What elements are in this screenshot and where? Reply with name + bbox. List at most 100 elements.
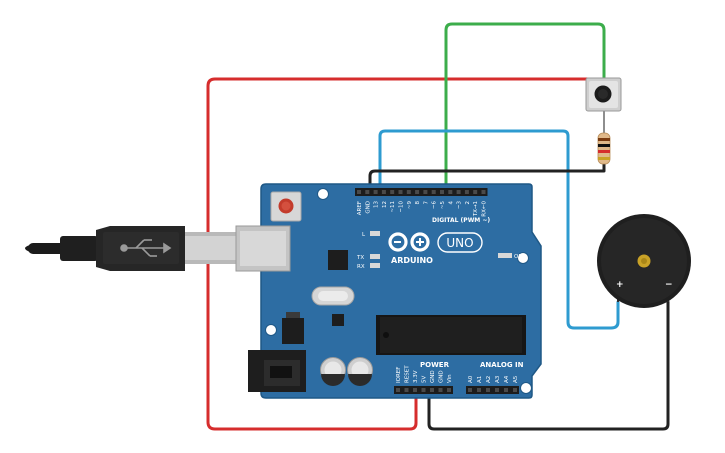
small-chip: [332, 314, 344, 326]
pin-socket[interactable]: [406, 190, 411, 194]
pin-label: RX←0: [482, 201, 488, 217]
pin-socket[interactable]: [398, 190, 403, 194]
black-wire-buzzer[interactable]: [427, 300, 670, 431]
led-on-label: ON: [514, 254, 522, 260]
pin-label: ~10: [399, 201, 405, 213]
pin-socket[interactable]: [404, 388, 409, 392]
pin-socket[interactable]: [477, 388, 481, 392]
mounting-hole: [317, 188, 329, 200]
pin-socket[interactable]: [456, 190, 461, 194]
pin-label: ~9: [407, 201, 413, 210]
pin-label: A3: [495, 375, 501, 383]
pin-header-strip: [466, 386, 519, 394]
pin-label: A0: [468, 375, 474, 383]
mounting-hole: [520, 382, 532, 394]
pin-socket[interactable]: [504, 388, 508, 392]
mounting-hole: [517, 252, 529, 264]
pin-label: GND: [439, 370, 445, 383]
pin-label: 3.3V: [413, 370, 419, 383]
uno-text: UNO: [446, 236, 473, 250]
pin-socket[interactable]: [373, 190, 378, 194]
pin-label: 12: [382, 201, 388, 208]
pin-socket[interactable]: [430, 388, 434, 392]
pin-label: 2: [465, 201, 471, 205]
pin-label: RESET: [405, 365, 411, 383]
pushbutton[interactable]: [585, 77, 622, 112]
pin-socket[interactable]: [365, 190, 370, 194]
arduino-uno-board[interactable]: L TX RX ON ARDUINO UNO DIGITAL (PWM ~) P…: [235, 183, 542, 399]
uno-badge: [437, 232, 483, 253]
pin-label: A1: [477, 376, 483, 383]
pin-label: 7: [423, 201, 429, 205]
pin-label: ~3: [457, 201, 463, 210]
buzzer-minus-label: −: [665, 280, 673, 290]
pin-socket[interactable]: [447, 388, 451, 392]
led-l: [370, 231, 380, 236]
buzzer-plus-label: +: [616, 280, 624, 290]
pin-socket[interactable]: [413, 388, 417, 392]
pin-socket[interactable]: [390, 190, 395, 194]
pin-socket[interactable]: [495, 388, 499, 392]
arduino-logo-text: ARDUINO: [391, 256, 433, 265]
pin-socket[interactable]: [415, 190, 420, 194]
pin-label: A4: [504, 375, 510, 383]
analog-header-label: ANALOG IN: [480, 361, 524, 369]
pin-socket[interactable]: [438, 388, 443, 392]
usb-icon: [120, 239, 172, 257]
pin-socket[interactable]: [486, 388, 490, 392]
pin-label: 5V: [422, 376, 428, 383]
pin-label: GND: [365, 201, 371, 214]
pin-label: A5: [513, 375, 519, 383]
reset-button[interactable]: [270, 191, 302, 222]
pin-socket[interactable]: [468, 388, 472, 392]
pin-label: GND: [430, 370, 436, 383]
pin-label: ~11: [390, 201, 396, 213]
blue-wire[interactable]: [378, 129, 620, 330]
digital-header-label: DIGITAL (PWM ~): [432, 217, 490, 224]
power-jack: [248, 350, 306, 392]
pin-socket[interactable]: [464, 190, 469, 194]
pin-socket[interactable]: [431, 190, 436, 194]
pin-label: ~5: [440, 201, 446, 210]
led-tx-label: TX: [356, 255, 364, 261]
power-header-label: POWER: [420, 361, 450, 369]
pin-label: TX→1: [473, 201, 479, 217]
pin-socket[interactable]: [513, 388, 517, 392]
pin-label: A2: [486, 376, 492, 383]
resistor[interactable]: [597, 111, 611, 165]
black-wire-gnd-top[interactable]: [368, 162, 606, 194]
usb-cable[interactable]: [25, 226, 243, 271]
pin-socket[interactable]: [396, 388, 400, 392]
usb-chip: [328, 250, 348, 270]
piezo-buzzer[interactable]: + −: [597, 214, 691, 308]
led-rx-label: RX: [357, 264, 365, 270]
pin-label: AREF: [357, 201, 363, 215]
wires: [206, 22, 670, 431]
led-on: [498, 253, 512, 258]
pin-label: 4: [448, 201, 454, 205]
pin-label: 8: [415, 201, 421, 205]
pin-label: Vin: [447, 374, 453, 383]
pin-socket[interactable]: [423, 190, 428, 194]
pin-socket[interactable]: [448, 190, 453, 194]
pin-socket[interactable]: [473, 190, 478, 194]
arduino-infinity-logo: [388, 232, 430, 252]
red-wire[interactable]: [206, 77, 592, 431]
pin-socket[interactable]: [421, 388, 426, 392]
pin-socket[interactable]: [481, 190, 486, 194]
pin-socket[interactable]: [440, 190, 444, 194]
pin-socket[interactable]: [357, 190, 361, 194]
mounting-hole: [265, 324, 277, 336]
led-tx: [370, 254, 380, 259]
led-l-label: L: [362, 232, 366, 238]
pin-socket[interactable]: [381, 190, 386, 194]
green-wire[interactable]: [444, 22, 606, 194]
led-rx: [370, 263, 380, 268]
pin-header-strip: [355, 188, 488, 196]
pin-label: 13: [374, 201, 380, 208]
atmega328-chip: [376, 315, 526, 355]
